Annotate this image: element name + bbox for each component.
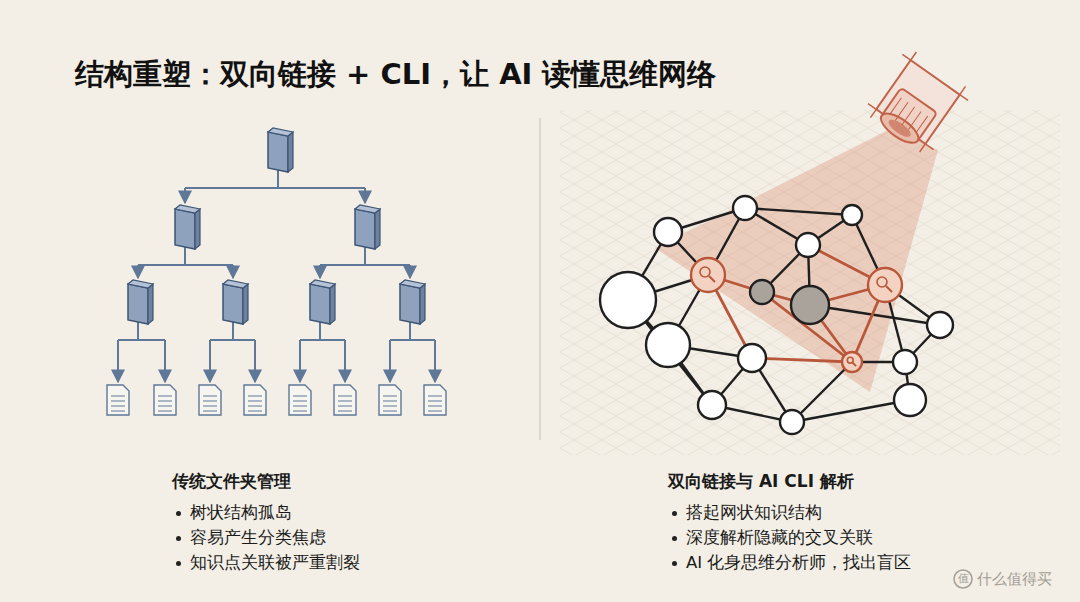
folder-box: [268, 128, 293, 172]
magnifier-icon: [847, 357, 853, 363]
section-heading: 双向链接与 AI CLI 解析: [668, 470, 1008, 493]
section-heading: 传统文件夹管理: [172, 470, 472, 493]
bullet-dot: [176, 511, 181, 516]
network-node: [842, 205, 862, 225]
tree-line: [137, 322, 139, 340]
network-node: [733, 196, 757, 220]
network-node: [796, 233, 820, 257]
folder-box: [128, 280, 153, 324]
tree-line: [184, 247, 186, 265]
grid-background: [560, 110, 1060, 455]
network-node: [691, 258, 725, 292]
document-icon: [107, 385, 129, 415]
bullet-text: 知识点关联被严重割裂: [190, 552, 490, 574]
bullet-dot: [672, 536, 677, 541]
network-node: [750, 280, 774, 304]
folder-box: [400, 280, 425, 324]
network-link: [792, 400, 910, 422]
folder-box: [223, 280, 248, 324]
tree-arrow: [364, 188, 366, 203]
folder-box: [175, 205, 200, 249]
watermark: 什么值得买: [977, 570, 1072, 589]
magnifier-icon: [700, 267, 710, 277]
bullet-text: 树状结构孤岛: [190, 502, 490, 524]
tree-line: [409, 322, 411, 340]
tree-line: [300, 339, 345, 341]
document-icon: [199, 385, 221, 415]
tree-line: [277, 170, 279, 188]
bullet-text: 深度解析隐藏的交叉关联: [686, 527, 1026, 549]
folder-tree: [107, 128, 446, 415]
tree-arrow: [319, 265, 321, 278]
tree-line: [185, 187, 365, 189]
bullet-text: 容易产生分类焦虑: [190, 527, 490, 549]
network-node: [791, 286, 829, 324]
network-node: [738, 344, 766, 372]
bullet-dot: [672, 511, 677, 516]
tree-arrow: [209, 340, 211, 382]
bullet-text: AI 化身思维分析师，找出盲区: [686, 552, 1026, 574]
watermark-logo-text: 值: [954, 571, 972, 586]
divider: [539, 118, 541, 440]
tree-line: [138, 264, 233, 266]
tree-line: [390, 339, 435, 341]
tree-arrow: [137, 265, 139, 278]
bullet-text: 搭起网状知识结构: [686, 502, 1026, 524]
network-node: [842, 352, 862, 372]
tree-arrow: [344, 340, 346, 382]
tree-arrow: [184, 188, 186, 203]
tree-arrow: [254, 340, 256, 382]
network-node: [654, 218, 682, 246]
tree-line: [320, 264, 410, 266]
watermark-logo: [954, 570, 972, 588]
title: 结构重塑：双向链接 + CLI，让 AI 读懂思维网络: [75, 55, 975, 95]
document-icon: [154, 385, 176, 415]
network-node: [868, 268, 902, 302]
tree-line: [232, 322, 234, 340]
network-node: [894, 384, 926, 416]
bullet-dot: [176, 561, 181, 566]
network-node: [600, 272, 656, 328]
document-icon: [424, 385, 446, 415]
tree-arrow: [389, 340, 391, 382]
network-node: [698, 391, 726, 419]
document-icon: [289, 385, 311, 415]
folder-box: [310, 280, 335, 324]
bullet-dot: [176, 536, 181, 541]
magnifier-icon: [886, 286, 892, 292]
document-icon: [379, 385, 401, 415]
scan-beam: [655, 128, 938, 392]
network-node: [780, 410, 804, 434]
tree-arrow: [409, 265, 411, 278]
tree-line: [364, 247, 366, 265]
camera-icon: [862, 46, 974, 158]
magnifier-icon: [877, 277, 887, 287]
network-link: [745, 208, 852, 215]
bullet-dot: [672, 561, 677, 566]
tree-line: [118, 339, 165, 341]
network-node: [646, 323, 690, 367]
tree-arrow: [299, 340, 301, 382]
folder-box: [355, 205, 380, 249]
tree-arrow: [434, 340, 436, 382]
document-icon: [334, 385, 356, 415]
tree-line: [319, 322, 321, 340]
network-node: [893, 350, 917, 374]
network-node: [927, 312, 953, 338]
tree-line: [210, 339, 255, 341]
magnifier-icon: [853, 363, 857, 367]
knowledge-network: [600, 128, 953, 434]
tree-arrow: [232, 265, 234, 278]
tree-arrow: [164, 340, 166, 382]
tree-arrow: [117, 340, 119, 382]
magnifier-icon: [709, 276, 715, 282]
document-icon: [244, 385, 266, 415]
